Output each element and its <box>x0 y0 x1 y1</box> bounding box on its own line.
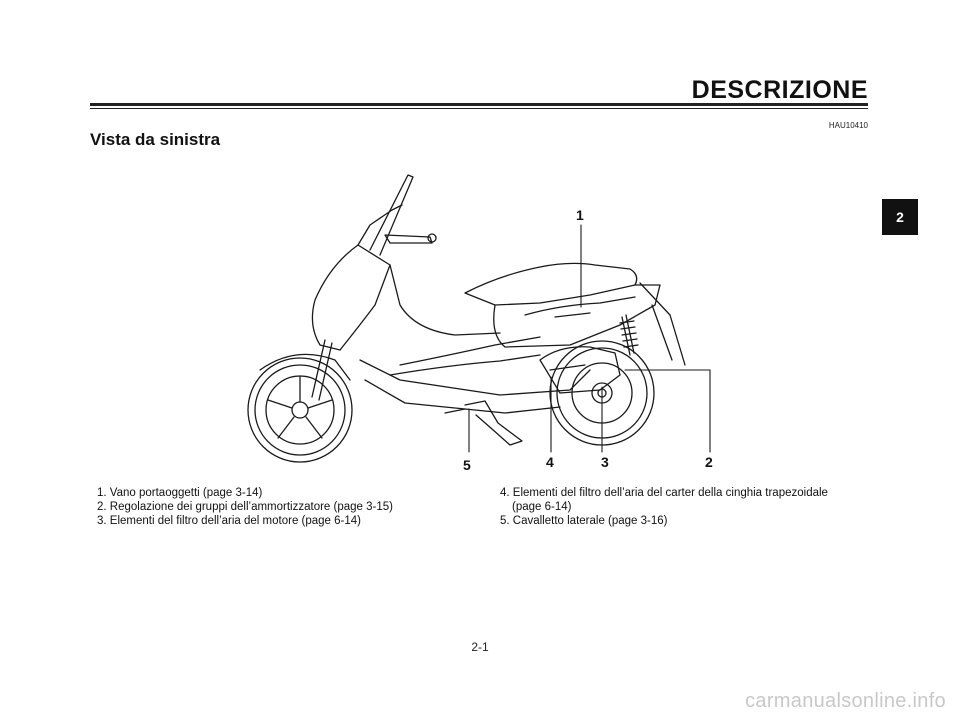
handlebar <box>384 234 433 244</box>
page-subtitle: Vista da sinistra <box>90 130 221 149</box>
watermark: carmanualsonline.info <box>745 690 946 712</box>
rear-body <box>493 284 661 348</box>
legend-item: 1. Vano portaoggetti (page 3-14) <box>97 487 263 499</box>
front-body <box>311 244 391 351</box>
chapter-tab[interactable]: 2 <box>882 199 918 235</box>
scooter-illustration: 1 2 3 4 5 <box>247 174 713 473</box>
leader-lines <box>468 224 711 453</box>
header-rule-thin <box>90 108 868 109</box>
legend-right: 4. Elementi del filtro dell’aria del car… <box>500 486 828 528</box>
section-title: DESCRIZIONE <box>691 76 868 104</box>
reference-code: HAU10410 <box>828 121 868 130</box>
legend-item: 5. Cavalletto laterale (page 3-16) <box>500 515 668 527</box>
floorboard <box>359 359 591 396</box>
side-stand <box>464 400 523 446</box>
callout-1: 1 <box>576 207 584 223</box>
engine <box>539 346 621 394</box>
legend-item: 3. Elementi del filtro dell’aria del mot… <box>97 515 361 527</box>
legend-item-continuation: (page 6-14) <box>512 501 572 513</box>
legend-item: 4. Elementi del filtro dell’aria del car… <box>500 487 828 499</box>
front-wheel <box>247 339 353 463</box>
legend-left: 1. Vano portaoggetti (page 3-14) 2. Rego… <box>97 486 393 528</box>
seat <box>464 262 638 306</box>
callout-5: 5 <box>463 457 471 473</box>
callout-4: 4 <box>546 454 554 470</box>
header-rule-thick <box>90 103 868 106</box>
page-number: 2-1 <box>471 640 489 654</box>
callout-2: 2 <box>705 454 713 470</box>
callout-3: 3 <box>601 454 609 470</box>
legend-item: 2. Regolazione dei gruppi dell’ammortizz… <box>97 501 393 513</box>
